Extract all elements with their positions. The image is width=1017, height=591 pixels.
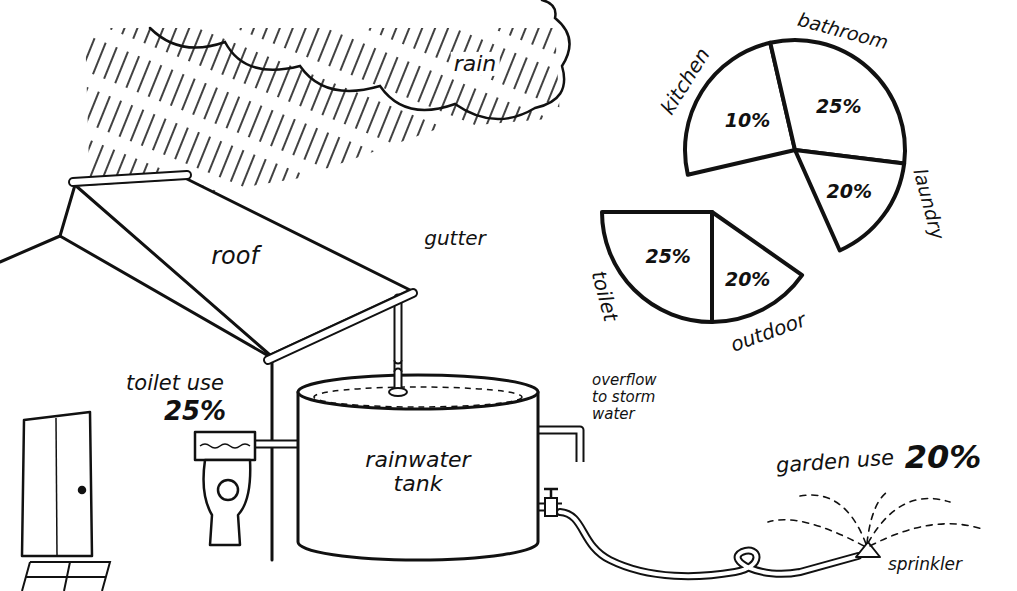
rain-cloud: rain (150, 0, 570, 140)
node-outline (150, 0, 570, 140)
house-gable (0, 185, 75, 262)
hose-inner (560, 512, 858, 576)
downpipe (398, 298, 399, 360)
spray-arc (870, 524, 985, 546)
callout-label: 20% (905, 440, 982, 475)
door (22, 412, 92, 556)
callout-label: overflow to storm water (592, 372, 676, 423)
slice-percent: 25% (645, 245, 690, 266)
pipe-outer (255, 440, 300, 449)
pie-slice: outdoor20% (596, 96, 828, 328)
tank-top (298, 375, 538, 409)
pipe-outer (73, 175, 187, 182)
callout-label: gutter (424, 227, 486, 249)
spray-arc (800, 495, 866, 544)
tank-body (298, 392, 538, 560)
pipe-inner (73, 175, 187, 182)
pie-wedge (712, 212, 802, 322)
cistern-water (200, 444, 250, 448)
overflow-pipe (536, 430, 580, 462)
pipe-outer (394, 298, 403, 360)
spray-arc (768, 520, 864, 546)
gutter-channel (268, 293, 413, 360)
pipe-inner (268, 293, 413, 360)
node-label: roof (211, 243, 259, 269)
toilet-pipe (255, 444, 300, 445)
water-spray (768, 490, 985, 546)
door-frame (22, 412, 92, 556)
pipe-inner (536, 430, 580, 462)
roof-ridge (73, 175, 187, 182)
slice-percent: 20% (725, 269, 770, 290)
toilet-symbol (195, 432, 255, 545)
pipe-outer (536, 430, 580, 462)
pipe-inner (255, 442, 300, 447)
node-label: rainwater tank (353, 448, 483, 496)
node-outline (596, 96, 828, 328)
spray-arc (867, 490, 890, 543)
rainwater-tank: rainwater tank (295, 372, 540, 562)
pie-wedge (795, 150, 904, 250)
node-label: rain (451, 52, 500, 76)
cloud-outline (150, 0, 570, 119)
tank-inlet (389, 388, 407, 396)
toilet-bowl (204, 460, 251, 545)
pipe-outer (268, 293, 413, 360)
slice-label: laundry (909, 166, 948, 241)
callout-label: 25% (164, 397, 226, 426)
toilet-cistern (195, 432, 255, 460)
slice-label: toilet (588, 268, 623, 323)
water-level (314, 387, 522, 407)
callout-label: toilet use (126, 372, 224, 395)
spray-arc (868, 498, 950, 543)
pie-wedge (770, 40, 905, 163)
roof-outline (75, 178, 410, 355)
door-knob (79, 487, 85, 493)
slice-percent: 10% (725, 110, 770, 131)
house-wall (271, 356, 274, 560)
slice-percent: 25% (816, 96, 861, 117)
garden-hose (560, 512, 858, 576)
tap-valve (545, 498, 557, 516)
toilet-seat (218, 480, 238, 500)
door-panel-line (56, 418, 57, 556)
roof-panel: roof (55, 170, 420, 360)
pipe-inner (396, 298, 401, 360)
hose-outer (560, 512, 858, 576)
callout-label: sprinkler (888, 555, 962, 574)
tap-handle (544, 489, 558, 498)
slice-percent: 20% (827, 180, 872, 201)
floor-tiles (22, 562, 110, 591)
callout-label: garden use (775, 446, 895, 477)
